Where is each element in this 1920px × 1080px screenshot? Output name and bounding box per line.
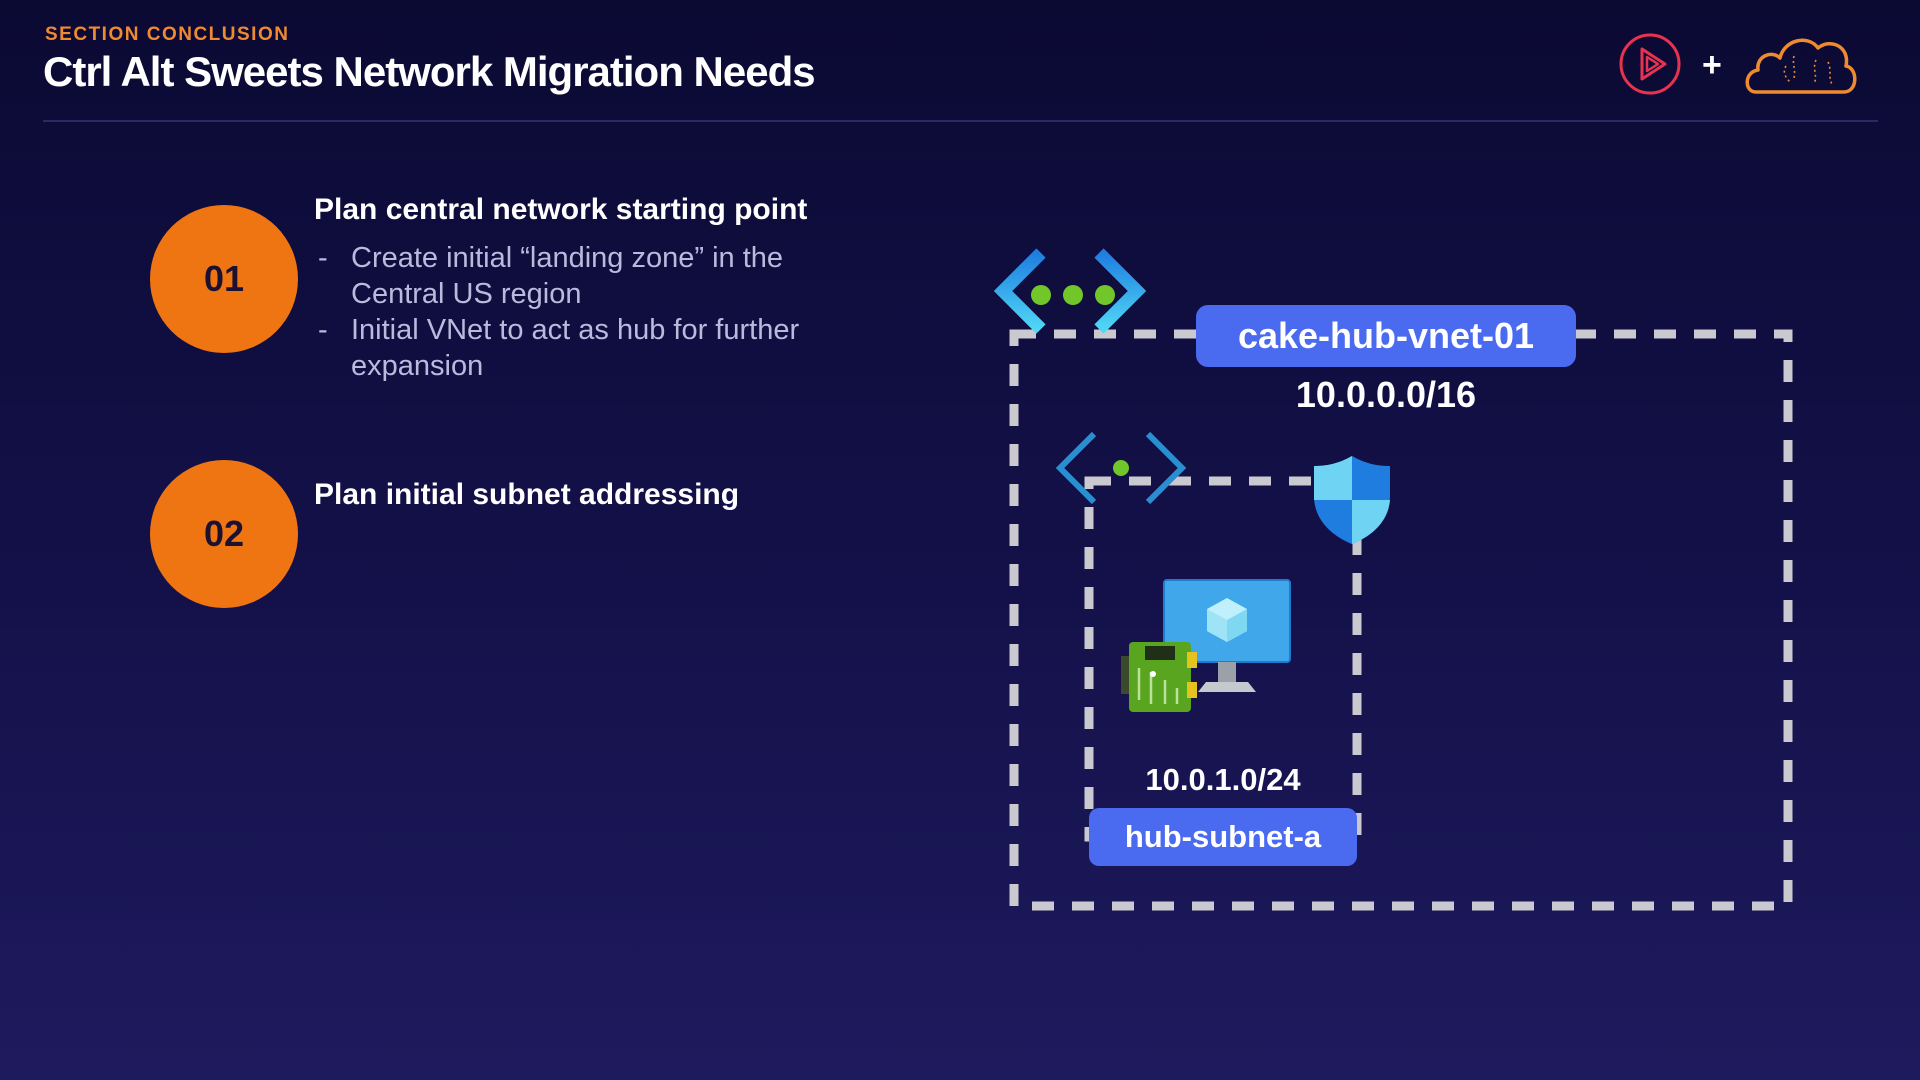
bullet-dash: -: [318, 242, 328, 274]
network-interface-icon: [1121, 642, 1197, 712]
virtual-network-icon: [993, 248, 1147, 334]
bullet-text: Create initial “landing zone” in the Cen…: [351, 242, 784, 310]
subnet-boundary: [1084, 476, 1362, 842]
step-number-02: 02: [150, 460, 298, 608]
section-label: SECTION CONCLUSION: [45, 24, 290, 45]
bullet-item: - Create initial “landing zone” in the C…: [318, 240, 878, 312]
subnet-icon: [1055, 431, 1187, 505]
item-title-02: Plan initial subnet addressing: [314, 478, 740, 511]
vnet-boundary: [1009, 329, 1793, 911]
header-divider: [43, 120, 1878, 122]
subnet-cidr-label: 10.0.1.0/24: [1145, 762, 1301, 797]
bullet-text: Initial VNet to act as hub for further e…: [351, 314, 800, 382]
subnet-name-label: hub-subnet-a: [1089, 808, 1357, 866]
page-title: Ctrl Alt Sweets Network Migration Needs: [43, 48, 816, 95]
network-diagram: cake-hub-vnet-01 10.0.0.0/16 10.0.1.0/24…: [990, 240, 1810, 920]
plus-sign: +: [1702, 46, 1722, 84]
pluralsight-logo-icon: [1619, 33, 1681, 95]
network-security-group-icon: [1314, 456, 1390, 544]
vnet-name-label: cake-hub-vnet-01: [1196, 305, 1576, 367]
bullet-dash: -: [318, 314, 328, 346]
step-number-01: 01: [150, 205, 298, 353]
item-title-01: Plan central network starting point: [314, 193, 808, 226]
item-bullets-01: - Create initial “landing zone” in the C…: [318, 240, 878, 384]
vnet-cidr-label: 10.0.0.0/16: [1295, 374, 1477, 415]
bullet-item: - Initial VNet to act as hub for further…: [318, 312, 878, 384]
virtual-machine-icon: [1163, 579, 1291, 692]
diagram-borders: [1009, 329, 1793, 911]
cloud-logo-icon: [1745, 38, 1857, 94]
